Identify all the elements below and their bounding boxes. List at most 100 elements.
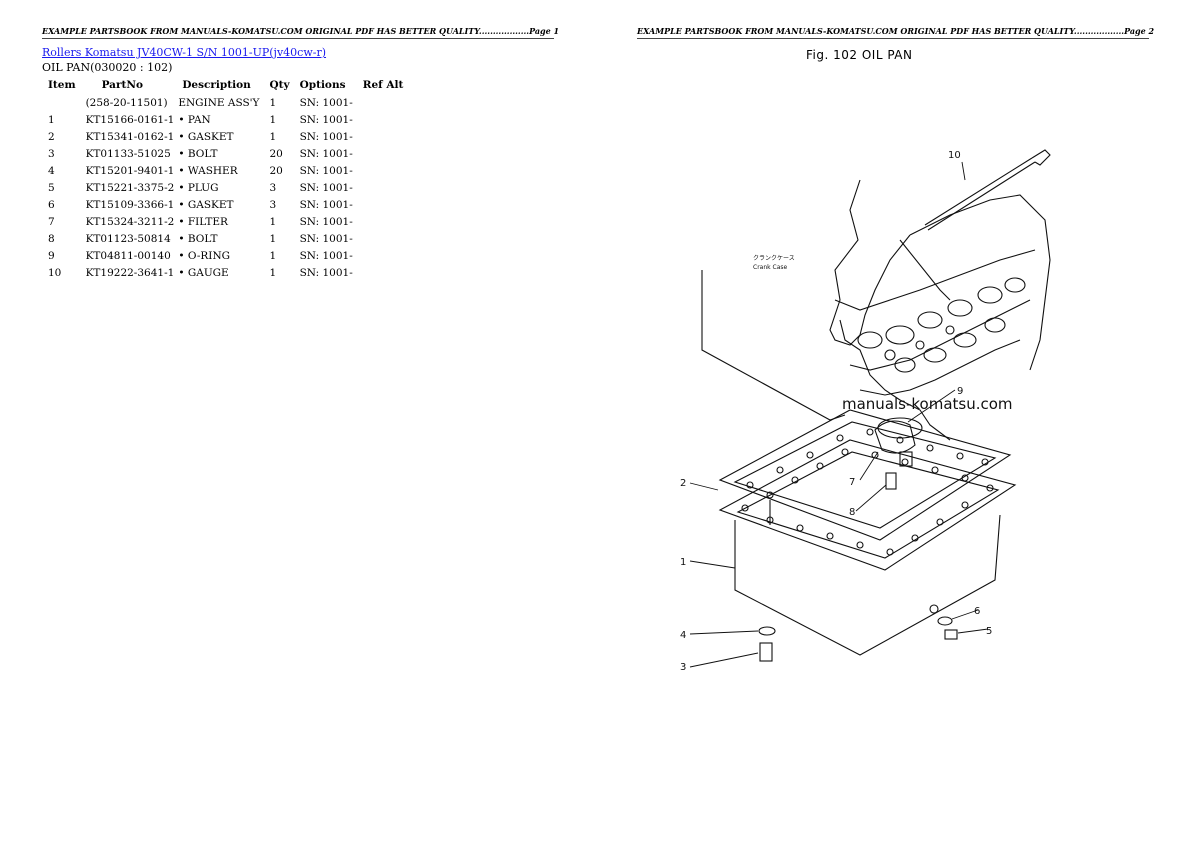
engine-side (839, 319, 951, 441)
callout-7: 7 (849, 477, 855, 488)
row-ref-alt (357, 94, 408, 111)
header-text: EXAMPLE PARTSBOOK FROM MANUALS-KOMATSU.C… (42, 26, 560, 36)
callout-3: 3 (680, 662, 686, 673)
crank-case-label: Crank Case (753, 264, 788, 271)
bolt-8 (885, 472, 897, 490)
row-description: • FILTER (178, 215, 228, 228)
dipstick (924, 157, 1036, 231)
row-description: • BOLT (178, 147, 218, 160)
engine-top-right (909, 194, 1051, 371)
table-row: 8 KT01123-50814 • BOLT 1 SN: 1001- (42, 230, 407, 247)
oil-filter (874, 420, 916, 454)
oil-pan-diagram: 2 1 3 4 5 6 7 8 9 10 クランクケース Crank Case (680, 149, 1051, 673)
col-item: Item (48, 78, 76, 91)
row-ref-alt (357, 128, 408, 145)
page-header: EXAMPLE PARTSBOOK FROM MANUALS-KOMATSU.C… (42, 26, 559, 39)
row-description: • PLUG (178, 181, 219, 194)
engine-head-curve (829, 179, 911, 346)
row-item: 1 (48, 113, 55, 126)
header-text: EXAMPLE PARTSBOOK FROM MANUALS-KOMATSU.C… (637, 26, 1155, 36)
row-options: SN: 1001- (299, 96, 353, 109)
gasket-inner (733, 421, 997, 529)
row-qty: 1 (269, 96, 277, 109)
row-description: • O-RING (178, 249, 231, 262)
row-description: • PAN (178, 113, 211, 126)
bolt-3 (759, 642, 773, 662)
table-header-row: Item PartNo Description Qty Options Ref … (42, 76, 407, 94)
row-options: SN: 1001- (299, 147, 353, 160)
drain-hole (929, 604, 939, 614)
page-header: EXAMPLE PARTSBOOK FROM MANUALS-KOMATSU.C… (637, 26, 1154, 39)
callout-8: 8 (849, 507, 855, 518)
table-row: 7 KT15324-3211-2• FILTER 1 SN: 1001- (42, 213, 407, 230)
row-partno: KT19222-3641-1 (85, 266, 175, 279)
row-ref-alt (357, 179, 408, 196)
gasket-6 (937, 616, 953, 626)
row-options: SN: 1001- (299, 249, 353, 262)
row-qty: 1 (269, 130, 277, 143)
pan-flange (718, 439, 1017, 571)
parts-table: Item PartNo Description Qty Options Ref … (42, 76, 407, 281)
row-item (42, 94, 80, 111)
row-partno: KT15201-9401-1 (85, 164, 175, 177)
row-ref-alt (357, 196, 408, 213)
row-partno: KT15221-3375-2 (85, 181, 175, 194)
row-item: 4 (48, 164, 55, 177)
col-partno: PartNo (101, 78, 143, 91)
bolt-holes (741, 428, 994, 556)
washer-4 (758, 626, 776, 636)
row-qty: 3 (269, 181, 277, 194)
callout-6: 6 (974, 606, 980, 617)
row-partno: KT01133-51025 (85, 147, 171, 160)
dipstick-tube (899, 239, 951, 301)
page-1: EXAMPLE PARTSBOOK FROM MANUALS-KOMATSU.C… (42, 26, 559, 281)
row-item: 8 (48, 232, 55, 245)
row-partno: KT01123-50814 (85, 232, 171, 245)
catalog-title-link[interactable]: Rollers Komatsu JV40CW-1 S/N 1001-UP(jv4… (42, 46, 327, 59)
leader-lines (689, 161, 989, 668)
row-options: SN: 1001- (299, 181, 353, 194)
engine-outline-left (701, 270, 846, 421)
row-ref-alt (357, 111, 408, 128)
row-partno: KT04811-00140 (85, 249, 171, 262)
row-options: SN: 1001- (299, 232, 353, 245)
row-item: 10 (48, 266, 62, 279)
section-subtitle: OIL PAN(030020 : 102) (42, 61, 173, 74)
row-options: SN: 1001- (299, 113, 353, 126)
engine-lower-ridge (849, 299, 1031, 371)
figure-title: Fig. 102 OIL PAN (806, 48, 913, 62)
row-description: • WASHER (178, 164, 238, 177)
row-qty: 1 (269, 266, 277, 279)
row-qty: 1 (269, 113, 277, 126)
row-qty: 20 (269, 164, 283, 177)
row-description: • GAUGE (178, 266, 229, 279)
page-2: EXAMPLE PARTSBOOK FROM MANUALS-KOMATSU.C… (595, 0, 1190, 842)
row-qty: 1 (269, 215, 277, 228)
row-description: ENGINE ASS'Y (178, 96, 260, 109)
col-description: Description (182, 78, 251, 91)
row-item: 9 (48, 249, 55, 262)
engine-ridge (834, 249, 1036, 311)
row-item: 3 (48, 147, 55, 160)
engine-details (857, 277, 1026, 373)
plug-5 (944, 629, 958, 640)
row-options: SN: 1001- (299, 215, 353, 228)
row-qty: 3 (269, 198, 277, 211)
pan-flange-inner (736, 451, 1000, 559)
gasket (718, 409, 1012, 541)
dipstick-handle (1031, 149, 1051, 166)
row-description: • BOLT (178, 232, 218, 245)
row-item: 7 (48, 215, 55, 228)
row-description: • GASKET (178, 130, 234, 143)
row-ref-alt (357, 162, 408, 179)
callout-1: 1 (680, 557, 686, 568)
row-qty: 1 (269, 232, 277, 245)
row-partno: KT15324-3211-2 (85, 215, 175, 228)
col-options: Options (299, 78, 346, 91)
